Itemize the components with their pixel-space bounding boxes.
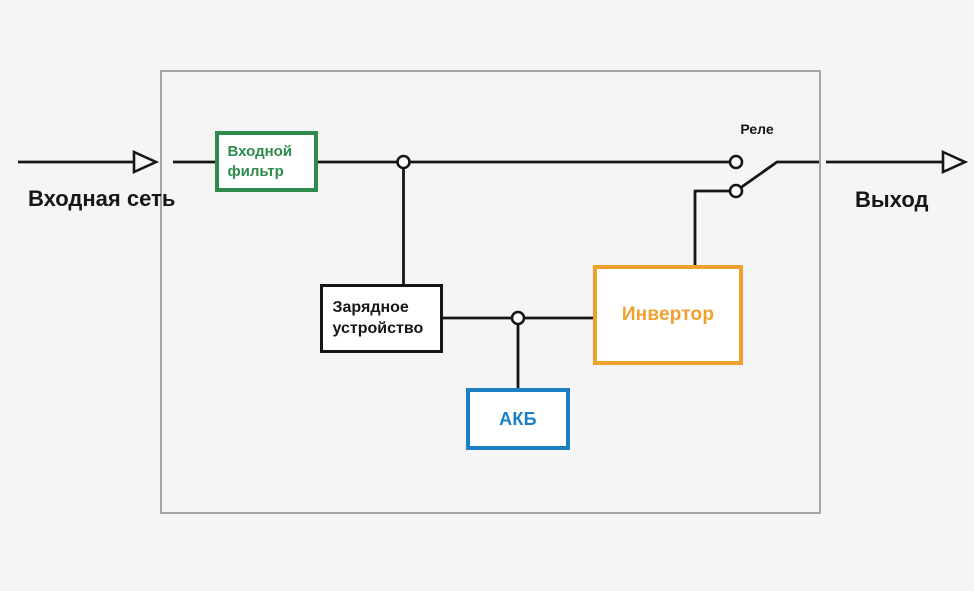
output-arrowhead-icon xyxy=(941,149,969,175)
relay-contact-bottom xyxy=(728,183,744,199)
inverter-label: Инвертор xyxy=(621,304,715,325)
block-charger: Зарядное устройство xyxy=(320,284,443,353)
input-network-label: Входная сеть xyxy=(28,186,176,211)
output-label: Выход xyxy=(855,187,929,212)
junction-node-battery xyxy=(510,310,526,326)
input-arrowhead-icon xyxy=(132,149,160,175)
relay-contact-top xyxy=(728,154,744,170)
wire-inverter-to-relay xyxy=(693,189,730,267)
relay-label: Реле xyxy=(740,121,774,137)
block-inverter: Инвертор xyxy=(593,265,743,365)
input-filter-label: Входной фильтр xyxy=(227,143,293,180)
wire-relay-switch-arm xyxy=(740,160,819,189)
block-battery: АКБ xyxy=(466,388,570,450)
charger-label: Зарядное устройство xyxy=(332,298,424,337)
junction-node-main-bus xyxy=(396,154,411,170)
diagram-frame xyxy=(160,70,821,514)
block-input-filter: Входной фильтр xyxy=(215,131,318,192)
battery-label: АКБ xyxy=(499,408,537,429)
